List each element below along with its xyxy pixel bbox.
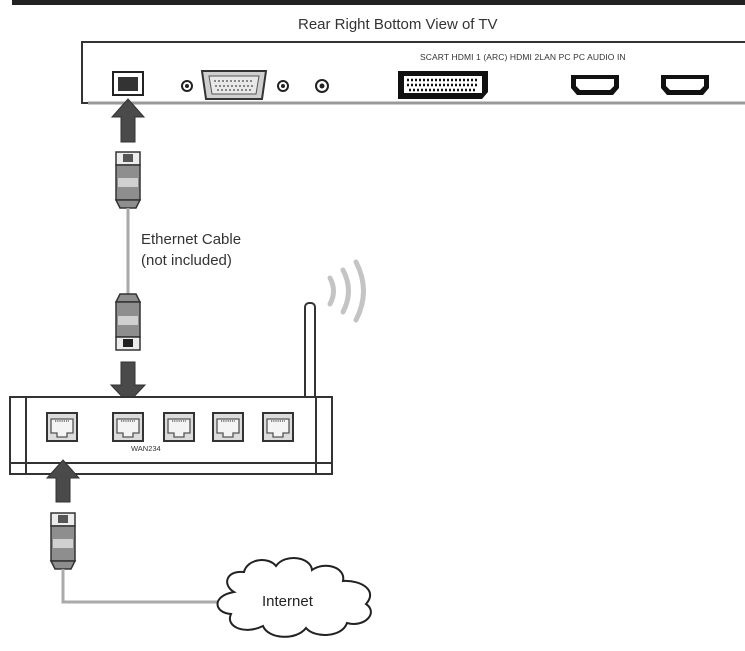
arrow-icon <box>110 98 146 143</box>
audio-jack-icon <box>181 80 193 92</box>
rj45-plug-icon <box>115 151 141 209</box>
scart-port-icon <box>398 71 488 99</box>
router-lan-port-3-icon <box>212 412 244 442</box>
audio-jack-icon <box>315 79 329 93</box>
tv-view-title: Rear Right Bottom View of TV <box>298 16 498 33</box>
cable-label-line2: (not included) <box>141 252 232 269</box>
wifi-signal-icon <box>327 259 366 323</box>
rj45-plug-icon <box>50 512 76 570</box>
router-lan-port-4-icon <box>262 412 294 442</box>
rj45-plug-icon <box>115 293 141 351</box>
vga-port-icon <box>200 70 268 100</box>
ethernet-cable-label: Ethernet Cable (not included) <box>141 229 241 271</box>
tv-lan-port-icon <box>112 71 144 96</box>
router-wan-port-icon <box>46 412 78 442</box>
router-lan-port-1-icon <box>112 412 144 442</box>
arrow-icon <box>109 361 147 404</box>
hdmi-port-icon <box>571 75 619 95</box>
tv-port-labels: SCART HDMI 1 (ARC) HDMI 2LAN PC PC AUDIO… <box>420 52 626 62</box>
cable-label-line1: Ethernet Cable <box>141 231 242 248</box>
internet-cable-line <box>61 569 222 604</box>
router-lan-port-2-icon <box>163 412 195 442</box>
arrow-icon <box>45 459 81 503</box>
router-port-labels: WAN234 <box>131 444 161 453</box>
internet-label: Internet <box>262 593 313 610</box>
hdmi-port-icon <box>661 75 709 95</box>
cloud-icon <box>216 557 372 638</box>
top-divider <box>12 0 745 5</box>
audio-jack-icon <box>277 80 289 92</box>
